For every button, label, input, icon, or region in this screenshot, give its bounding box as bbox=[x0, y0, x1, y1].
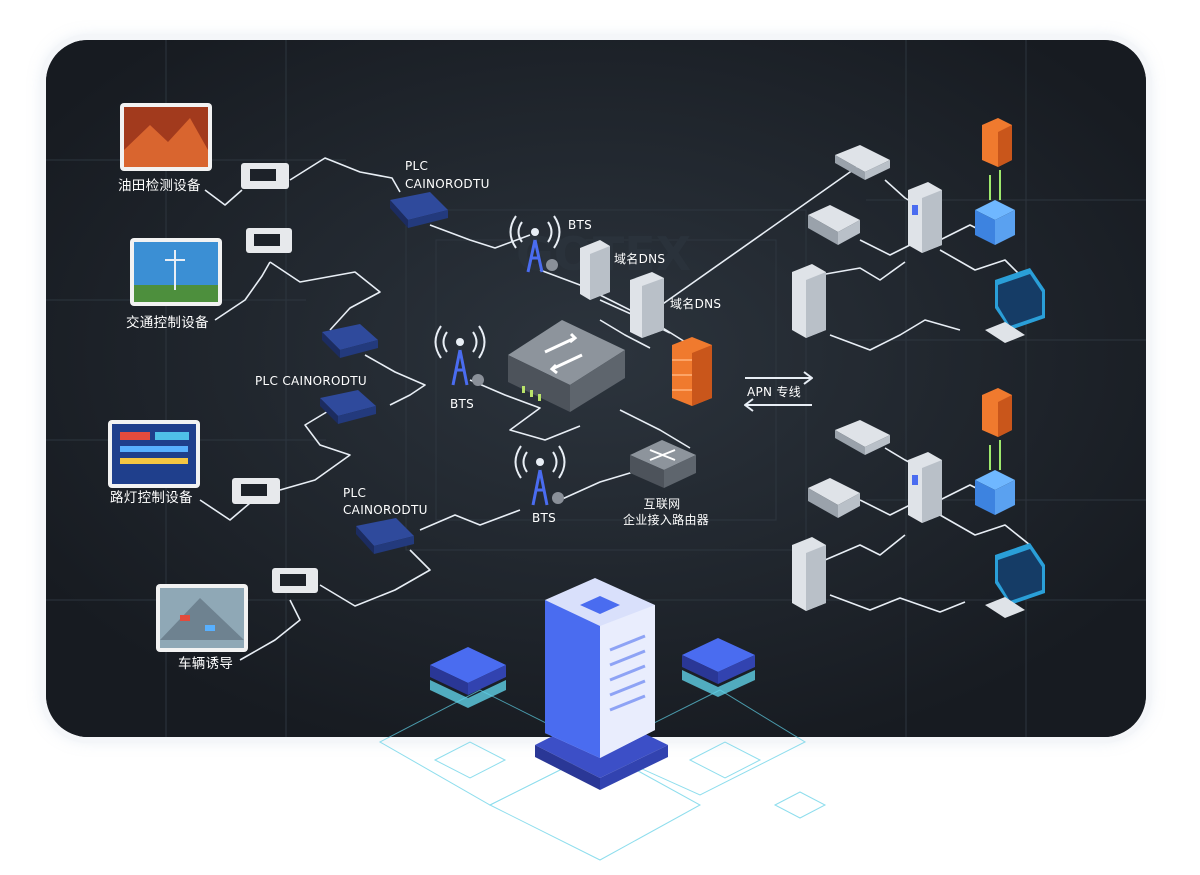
bts-tower-icon bbox=[509, 215, 561, 273]
link-vehicle bbox=[239, 599, 301, 661]
router-label-line1: 互联网 bbox=[643, 497, 681, 511]
bts-label-middle: BTS bbox=[450, 397, 475, 411]
link-dtu3-bts3 bbox=[419, 509, 521, 531]
dns-server-icon bbox=[630, 272, 664, 338]
bts-label-bottom: BTS bbox=[532, 511, 557, 525]
server-rack-icon bbox=[908, 182, 942, 253]
core-switch-icon bbox=[508, 320, 625, 412]
traffic-photo-icon bbox=[130, 238, 222, 306]
dns-label-first: 域名DNS bbox=[614, 252, 666, 266]
apn-label: APN 专线 bbox=[747, 385, 802, 399]
link-traffic bbox=[214, 261, 271, 321]
switch-icon bbox=[835, 420, 890, 455]
dns-label-second: 域名DNS bbox=[670, 297, 722, 311]
printer-icon bbox=[808, 478, 860, 518]
bts-tower-icon bbox=[434, 325, 486, 386]
firewall-icon bbox=[982, 118, 1012, 167]
plc-unit-icon bbox=[241, 163, 289, 189]
server-rack-icon bbox=[908, 452, 942, 523]
monitor-icon bbox=[985, 268, 1045, 343]
link-plc1-dtu1 bbox=[289, 157, 401, 193]
device-label-vehicle: 车辆诱导 bbox=[178, 656, 234, 672]
dtu-modem-icon bbox=[390, 192, 448, 228]
link-oilfield bbox=[204, 189, 243, 206]
link-bts-core bbox=[469, 379, 581, 441]
bts-tower-icon bbox=[514, 445, 566, 506]
bts-label-top: BTS bbox=[568, 218, 593, 232]
firewall-icon bbox=[982, 388, 1012, 437]
link-streetlight bbox=[199, 499, 251, 521]
storage-module-icon bbox=[682, 638, 755, 697]
apn-arrow-right bbox=[745, 371, 813, 385]
vehicle-photo-icon bbox=[156, 584, 248, 652]
monitor-icon bbox=[985, 543, 1045, 618]
dtu-modem-icon bbox=[320, 390, 376, 424]
plc-label-bottom-2: CAINORODTU bbox=[343, 503, 428, 517]
link-plc4 bbox=[319, 549, 431, 607]
plc-label-bottom-1: PLC bbox=[343, 486, 367, 500]
server-rack-icon bbox=[792, 264, 826, 338]
plc-unit-icon bbox=[246, 228, 292, 253]
link-dns2 bbox=[599, 319, 651, 349]
plc-unit-icon bbox=[232, 478, 280, 504]
router-label-line2: 企业接入路由器 bbox=[622, 513, 710, 527]
plc-label-top-2: CAINORODTU bbox=[405, 177, 490, 191]
storage-module-icon bbox=[430, 647, 506, 708]
firewall-icon bbox=[672, 337, 712, 406]
link-bts3-core bbox=[559, 469, 641, 501]
switch-icon bbox=[835, 145, 890, 180]
device-label-oilfield: 油田检测设备 bbox=[118, 178, 201, 194]
device-label-streetlight: 路灯控制设备 bbox=[110, 490, 193, 506]
link-plc3 bbox=[279, 409, 351, 491]
dtu-modem-icon bbox=[322, 324, 378, 358]
printer-icon bbox=[808, 205, 860, 245]
plc-label-top-1: PLC bbox=[405, 159, 429, 173]
apn-arrow-left bbox=[744, 398, 812, 412]
plc-unit-icon bbox=[272, 568, 318, 593]
dns-server-icon bbox=[580, 240, 610, 300]
database-stack-icon bbox=[975, 440, 1015, 515]
link-dtu-mid bbox=[364, 354, 426, 406]
link-plc2 bbox=[269, 261, 381, 331]
streetlight-photo-icon bbox=[108, 420, 200, 488]
router-icon bbox=[630, 440, 696, 488]
dtu-modem-icon bbox=[356, 518, 414, 554]
plc-label-middle: PLC CAINORODTU bbox=[255, 374, 368, 388]
central-server-icon bbox=[535, 578, 668, 790]
database-stack-icon bbox=[975, 170, 1015, 245]
link-dns-switch bbox=[639, 164, 861, 321]
server-rack-icon bbox=[792, 537, 826, 611]
link-core-router bbox=[619, 409, 691, 449]
oilfield-photo-icon bbox=[120, 103, 212, 171]
device-label-traffic: 交通控制设备 bbox=[126, 315, 209, 331]
